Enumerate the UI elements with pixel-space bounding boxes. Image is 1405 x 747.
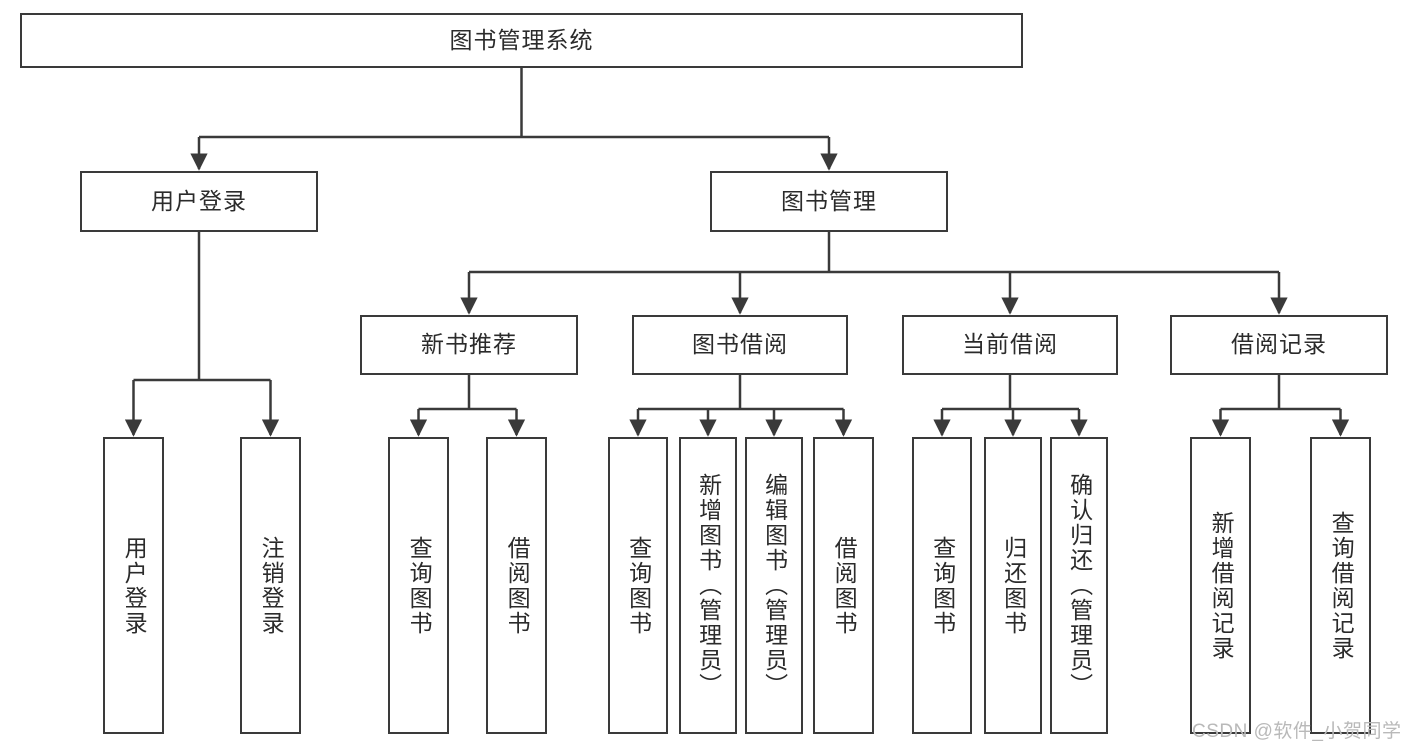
leaf-query-book-current[interactable]: 查询图书 <box>912 437 972 734</box>
leaf-return-book[interactable]: 归还图书 <box>984 437 1042 734</box>
node-label: 归还图书 <box>1000 535 1027 636</box>
leaf-borrow-book-recommend[interactable]: 借阅图书 <box>486 437 547 734</box>
leaf-query-book-recommend[interactable]: 查询图书 <box>388 437 449 734</box>
watermark-csdn: CSDN @软件_小贺同学 <box>1192 721 1402 742</box>
node-current-borrow[interactable]: 当前借阅 <box>902 315 1118 375</box>
node-label: 新增借阅记录 <box>1208 510 1235 661</box>
leaf-confirm-return-admin[interactable]: 确认归还（管理员） <box>1050 437 1108 734</box>
leaf-edit-book-admin[interactable]: 编辑图书（管理员） <box>745 437 803 734</box>
node-label: 借阅图书 <box>504 535 531 636</box>
node-label: 确认归还（管理员） <box>1066 473 1093 698</box>
node-label: 新书推荐 <box>421 331 517 358</box>
leaf-borrow-book[interactable]: 借阅图书 <box>813 437 874 734</box>
node-label: 图书借阅 <box>692 331 788 358</box>
leaf-user-login[interactable]: 用户登录 <box>103 437 164 734</box>
node-label: 查询图书 <box>929 535 956 636</box>
node-label: 借阅记录 <box>1231 331 1327 358</box>
node-label: 注销登录 <box>258 535 285 636</box>
leaf-logout[interactable]: 注销登录 <box>240 437 301 734</box>
node-label: 新增图书（管理员） <box>695 473 722 698</box>
node-root[interactable]: 图书管理系统 <box>20 13 1023 68</box>
node-user-login[interactable]: 用户登录 <box>80 171 318 232</box>
node-borrow-records[interactable]: 借阅记录 <box>1170 315 1388 375</box>
node-label: 编辑图书（管理员） <box>761 473 788 698</box>
node-label: 查询图书 <box>625 535 652 636</box>
node-label: 图书管理 <box>781 187 877 214</box>
node-label: 查询借阅记录 <box>1328 510 1355 661</box>
node-label: 查询图书 <box>406 535 433 636</box>
leaf-query-book-borrow[interactable]: 查询图书 <box>608 437 668 734</box>
node-label: 用户登录 <box>151 187 247 214</box>
leaf-add-book-admin[interactable]: 新增图书（管理员） <box>679 437 737 734</box>
node-label: 借阅图书 <box>831 535 858 636</box>
node-book-management[interactable]: 图书管理 <box>710 171 948 232</box>
node-new-book-recommend[interactable]: 新书推荐 <box>360 315 578 375</box>
node-label: 用户登录 <box>121 535 148 636</box>
node-book-borrow[interactable]: 图书借阅 <box>632 315 848 375</box>
node-label: 图书管理系统 <box>449 26 594 53</box>
leaf-add-borrow-record[interactable]: 新增借阅记录 <box>1190 437 1251 734</box>
leaf-query-borrow-record[interactable]: 查询借阅记录 <box>1310 437 1371 734</box>
node-label: 当前借阅 <box>962 331 1058 358</box>
